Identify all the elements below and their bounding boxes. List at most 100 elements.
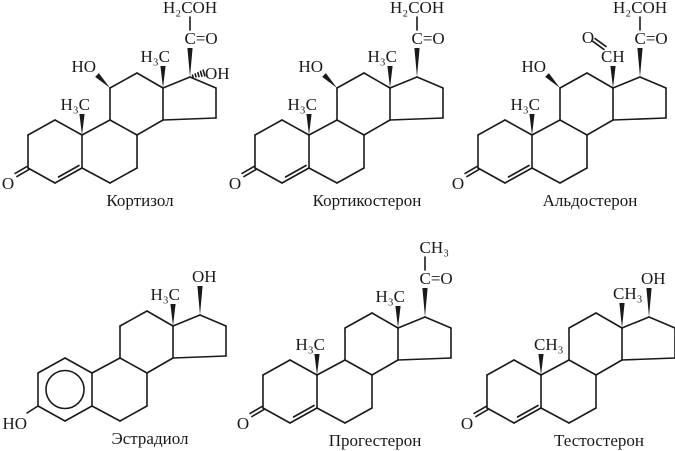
c10-methyl-label: H₃C: [60, 95, 90, 114]
ring-bond: [289, 407, 318, 424]
ring-bond: [146, 310, 174, 327]
hash-stroke: [191, 74, 194, 79]
ring-bond: [559, 119, 588, 136]
ring-bond: [281, 167, 310, 184]
ring-bond: [308, 167, 338, 184]
ring-bond: [397, 357, 452, 361]
c20-carbonyl-label: C=O: [635, 29, 668, 48]
hydroxyl-bond-c3: [26, 405, 39, 414]
ring-bond: [504, 119, 533, 136]
side-chain-wedge-c17: [187, 48, 193, 77]
ring-bond: [27, 119, 56, 136]
methyl-wedge-c10: [306, 114, 312, 135]
c13-methyl-label: H₃C: [375, 287, 405, 306]
ring-bond: [37, 357, 66, 374]
methyl-wedge-c10: [538, 354, 544, 375]
ring-bond: [586, 119, 614, 136]
molecule-structure: O H₃C H₃C C=O CH₃ Прогестерон: [237, 238, 453, 450]
hydroxyl-wedge-c17: [197, 286, 203, 315]
molecule-name: Альдостерон: [543, 191, 638, 210]
carbonyl-bond-c3: [475, 408, 489, 418]
ring-bond: [424, 316, 452, 329]
c3-oxygen-label: O: [237, 414, 249, 433]
ring-bond: [119, 357, 148, 374]
methyl-wedge-c13: [619, 303, 625, 328]
c13-methyl-label: CH₃: [613, 284, 643, 303]
methyl-wedge-c10: [79, 114, 85, 135]
ring-bond: [531, 167, 561, 184]
c11-hydroxyl-label: HO: [521, 57, 546, 76]
ring-bond: [81, 119, 111, 136]
c13-methyl-label: H₃C: [367, 47, 397, 66]
ring-bond: [64, 357, 93, 374]
ring-bond: [513, 359, 542, 376]
methyl-wedge-c13: [170, 304, 176, 326]
c3-oxygen-label: O: [2, 174, 14, 193]
hydroxyl-wedge-c11: [322, 73, 337, 88]
ring-bond: [254, 119, 283, 136]
carbonyl-bond-c3: [464, 165, 478, 175]
aldehyde-double-bond: [594, 37, 607, 48]
ring-bond: [344, 312, 373, 329]
ring-bond: [586, 72, 614, 89]
methyl-wedge-c13: [160, 66, 166, 88]
c20-carbonyl-label: C=O: [420, 269, 453, 288]
ring-bond: [91, 405, 121, 422]
c17-hydroxyl-label: OH: [192, 267, 217, 286]
c21-group-label: H₂COH: [390, 0, 444, 17]
carbonyl-bond-c3: [14, 165, 28, 175]
ring-bond: [109, 167, 138, 184]
hydroxyl-wedge-c17: [646, 288, 652, 317]
c18-aldehyde-label: CH: [601, 47, 625, 66]
ring-bond: [262, 407, 291, 424]
ring-bond: [199, 314, 227, 327]
hydroxyl-hashed-c17: [191, 69, 206, 79]
c3-oxygen-label: O: [452, 174, 464, 193]
ring-bond: [64, 405, 93, 422]
methyl-wedge-c13: [387, 66, 393, 88]
ring-bond: [612, 76, 641, 89]
ring-bond: [189, 76, 217, 89]
aldehyde-double-bond: [592, 40, 605, 51]
ring-bond: [81, 167, 111, 184]
methyl-wedge-c10: [314, 354, 320, 375]
ring-bond: [27, 167, 56, 184]
ring-bond: [336, 119, 365, 136]
c17-hydroxyl-label: OH: [641, 269, 666, 288]
ring-bond: [363, 119, 391, 136]
carbonyl-bond-c3: [251, 408, 265, 418]
c21-group-label: CH₃: [420, 238, 450, 257]
ring-bond: [540, 407, 570, 424]
carbonyl-bond-c3: [466, 168, 480, 178]
c10-methyl-label: H₃C: [510, 95, 540, 114]
ring-bond: [639, 76, 667, 89]
aromatic-ring-circle: [45, 369, 85, 410]
double-bond-c4-c5: [507, 164, 530, 178]
ring-bond: [336, 167, 365, 184]
hash-stroke: [197, 71, 200, 78]
c11-hydroxyl-label: HO: [71, 57, 96, 76]
carbonyl-bond-c3: [473, 405, 487, 415]
c10-methyl-label: H₃C: [295, 335, 325, 354]
c20-carbonyl-label: C=O: [412, 29, 445, 48]
double-bond-c4-c5: [292, 404, 315, 418]
ring-bond: [513, 407, 542, 424]
ring-bond: [568, 359, 597, 376]
molecule-name: Прогестерон: [329, 431, 422, 450]
ring-bond: [344, 359, 373, 376]
c13-methyl-label: H₃C: [150, 285, 180, 304]
ring-bond: [389, 117, 444, 121]
ring-bond: [136, 119, 164, 136]
side-chain-wedge-c17: [422, 288, 428, 317]
molecule-name: Кортизол: [106, 191, 174, 210]
ring-bond: [504, 167, 533, 184]
c11-hydroxyl-label: HO: [298, 57, 323, 76]
ring-bond: [37, 405, 66, 422]
c10-methyl-label: CH₃: [534, 335, 564, 354]
c3-hydroxyl-label: HO: [2, 414, 27, 433]
ring-bond: [162, 117, 217, 121]
ring-bond: [416, 76, 444, 89]
